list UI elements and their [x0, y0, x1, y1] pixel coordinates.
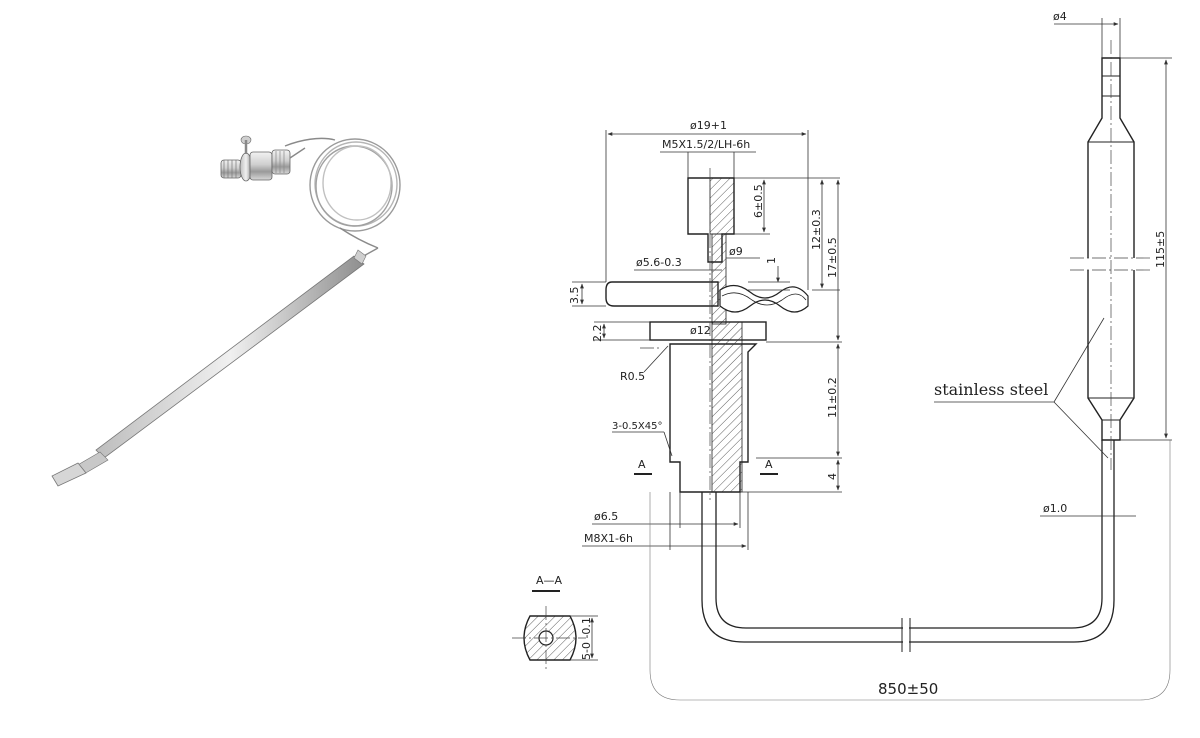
dia-4-label: ø4: [1053, 10, 1067, 23]
len-12-label: 12±0.3: [810, 209, 823, 250]
radius-label: R0.5: [620, 370, 645, 383]
dia-flange-label: ø19+1: [690, 119, 727, 132]
len-4-label: 4: [826, 473, 839, 480]
flat-5-label: 5-0 -0.1: [580, 617, 593, 660]
section-mark-left: A: [638, 458, 646, 471]
capillary-and-bulb: [701, 40, 1150, 652]
section-title: A—A: [536, 574, 563, 587]
material-label: stainless steel: [934, 380, 1048, 399]
probe-bulb: [51, 249, 367, 487]
len-17-label: 17±0.5: [826, 237, 839, 278]
dia-9-label: ø9: [729, 245, 743, 258]
dia-1-0-label: ø1.0: [1043, 502, 1067, 515]
dia-6-5-label: ø6.5: [594, 510, 618, 523]
len-1-label: 1: [765, 257, 778, 264]
head-dimensions: ø19+1 M5X1.5/2/LH-6h 6±0.5 12±0.3 17±0.5…: [568, 119, 842, 550]
thickness-2-2-label: 2.2: [591, 325, 604, 343]
dia-12-label: ø12: [690, 324, 711, 337]
len-850-label: 850±50: [878, 680, 938, 698]
section-a-a-view: A—A 5-0 -0.1: [512, 574, 598, 670]
capillary-coil: [284, 137, 401, 249]
section-mark-right: A: [765, 458, 773, 471]
len-11-label: 11±0.2: [826, 377, 839, 418]
thickness-3-5-label: 3.5: [568, 287, 581, 305]
thread-top-label: M5X1.5/2/LH-6h: [662, 138, 750, 151]
len-115-label: 115±5: [1154, 231, 1167, 268]
sensor-head-section: [605, 168, 809, 500]
dia-5-6-label: ø5.6-0.3: [636, 256, 682, 269]
product-photo: [51, 135, 401, 487]
len-6-label: 6±0.5: [752, 184, 765, 218]
thread-bottom-label: M8X1-6h: [584, 532, 633, 545]
threaded-fitting: [220, 135, 306, 182]
chamfer-label: 3-0.5X45°: [612, 421, 662, 432]
bulb-dimensions: ø4 115±5 stainless steel ø1.0 850±50: [649, 10, 1172, 701]
